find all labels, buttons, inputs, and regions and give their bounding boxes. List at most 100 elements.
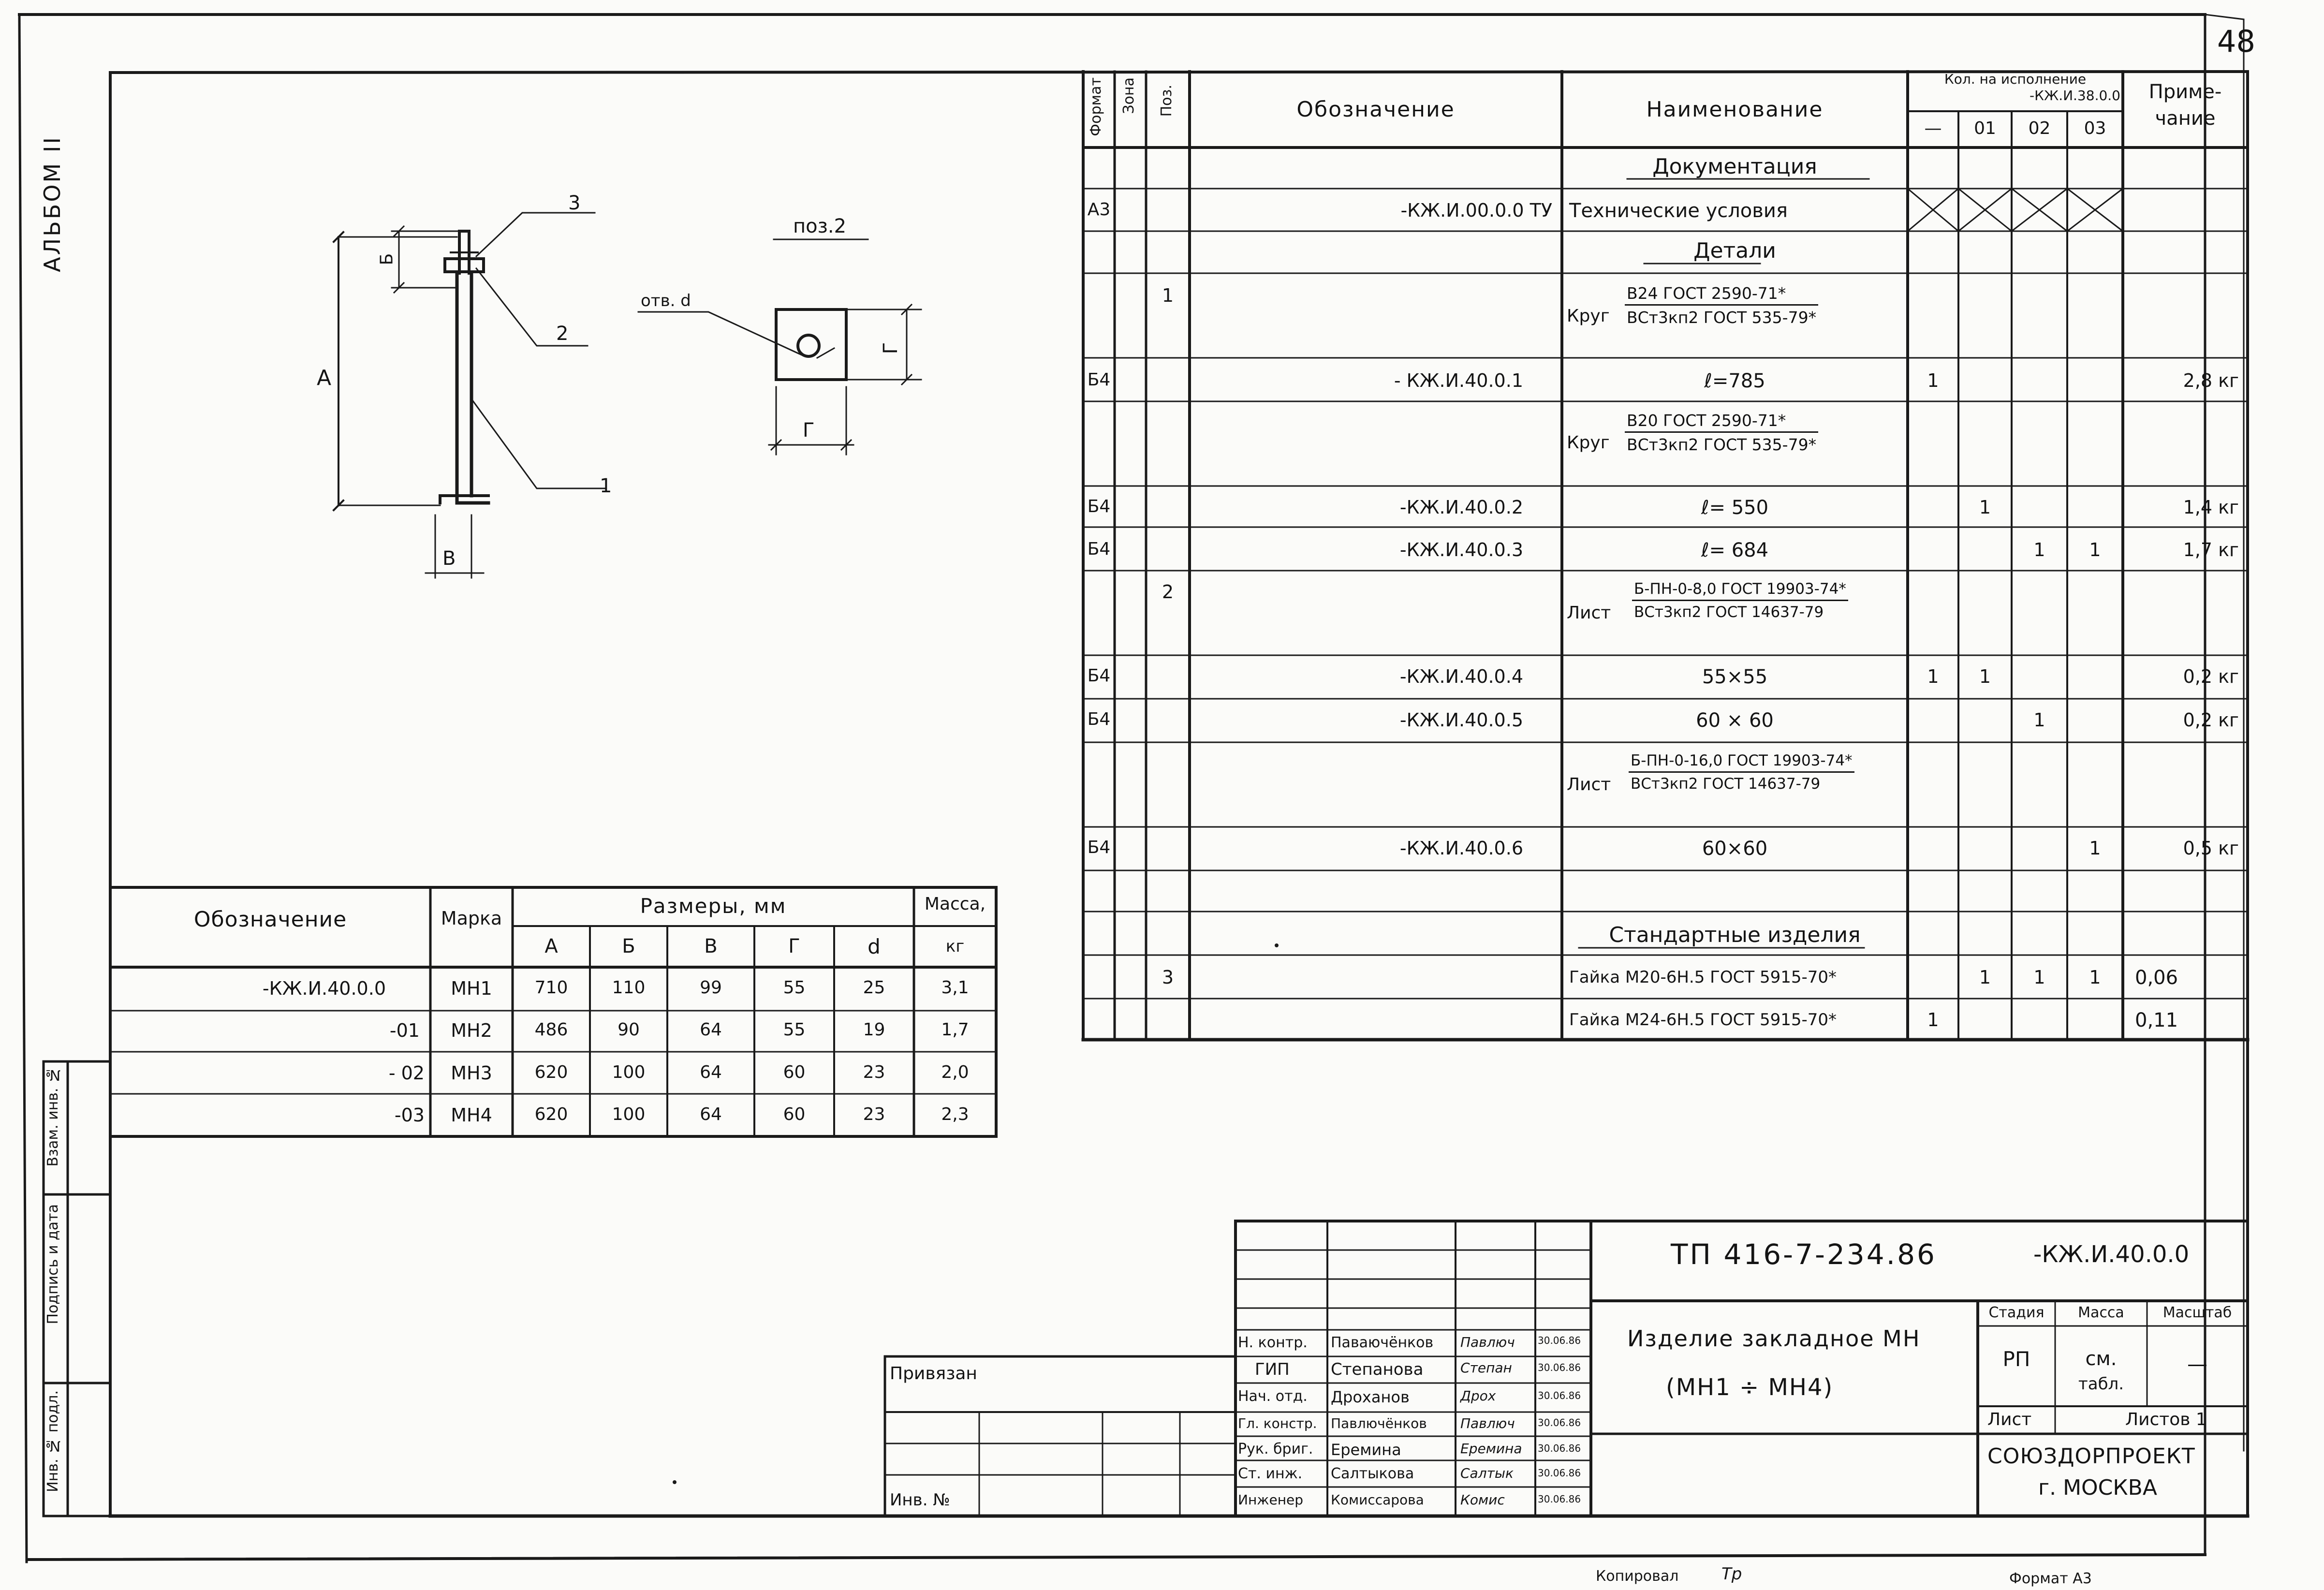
dim-label-A: А [317,366,332,390]
spec-r5-format: Б4 [1087,709,1111,729]
sig-0-name: Паваючёнков [1331,1334,1434,1351]
sizes-row-1-mass: 1,7 [941,1020,969,1040]
title-org-line2: г. МОСКВА [2038,1475,2157,1500]
spec-r1-format: Б4 [1087,370,1111,390]
spec-krug2-material: В20 ГОСТ 2590-71* ВСт3кп2 ГОСТ 535-79* [1625,412,1819,453]
spec-list1-den: ВСт3кп2 ГОСТ 14637-79 [1634,604,1824,621]
spec-r6-naimenovanie: 60×60 [1702,838,1768,860]
spec-r3-q2: 1 [2033,539,2045,560]
spec-r6-q3: 1 [2089,838,2101,859]
stamp-inv-podl: Инв. № подл. [44,1390,61,1492]
sig-3-date: 30.06.86 [1538,1417,1581,1428]
spec-r6-prim: 0,5 кг [2183,838,2239,859]
sig-6-date: 30.06.86 [1538,1493,1581,1505]
spec-nut2-q0: 1 [1927,1009,1939,1031]
spec-list2-material: Б-ПН-0-16,0 ГОСТ 19903-74* ВСт3кп2 ГОСТ … [1629,753,1854,792]
sizes-row-2-V: 64 [700,1062,722,1082]
sizes-header-marka: Марка [441,908,502,929]
spec-r3-format: Б4 [1087,539,1111,559]
sig-5-sign: Салтык [1460,1465,1514,1481]
sig-2-role: Нач. отд. [1238,1388,1308,1405]
sizes-row-1-B: 90 [618,1020,640,1040]
sizes-row-3-mass: 2,3 [941,1104,969,1124]
dim-label-G-vertical: Г [880,342,902,354]
spec-list1-prefix: Лист [1567,603,1611,623]
sig-2-sign: Дрох [1460,1388,1496,1404]
sig-0-role: Н. контр. [1238,1334,1308,1351]
spec-header-prim-1: Приме- [2148,81,2222,103]
sig-3-role: Гл. констр. [1238,1415,1317,1431]
spec-header-kol-line1: Кол. на исполнение [1944,71,2087,87]
spec-r1-naimenovanie: ℓ=785 [1704,370,1765,392]
sizes-row-2-A: 620 [534,1062,568,1082]
spec-header-poz: Поз. [1158,85,1175,117]
sig-6-sign: Комис [1460,1492,1505,1508]
sizes-header-massa-unit: кг [945,937,965,956]
sizes-row-3-marka: МН4 [451,1104,492,1126]
sizes-header-G: Г [788,935,800,957]
spec-r2-q1: 1 [1979,497,1991,518]
sizes-row-3-B: 100 [612,1104,646,1124]
spec-header-kol-1: 01 [1974,118,1996,138]
spec-r2-oboznachenie: -КЖ.И.40.0.2 [1399,497,1523,518]
sig-1-date: 30.06.86 [1538,1362,1581,1373]
sizes-row-1-oboznachenie: -01 [389,1020,420,1041]
privyazan-inv-label: Инв. № [890,1490,950,1510]
spec-krug1-poz: 1 [1162,285,1174,306]
title-doc-code: -КЖ.И.40.0.0 [2033,1241,2190,1268]
spec-header-prim-2: чание [2155,107,2216,130]
sig-0-date: 30.06.86 [1538,1335,1581,1346]
sizes-row-0-d: 25 [863,978,885,998]
sizes-row-2-G: 60 [783,1062,806,1082]
sig-1-name: Степанова [1331,1360,1424,1379]
spec-list2-num: Б-ПН-0-16,0 ГОСТ 19903-74* [1629,753,1854,773]
spec-r3-naimenovanie: ℓ= 684 [1701,539,1769,561]
spec-section-documentation: Документация [1652,154,1817,179]
spec-krug2-num: В20 ГОСТ 2590-71* [1625,412,1819,433]
title-listov-label: Листов 1 [2125,1410,2207,1429]
title-stadiya: РП [2002,1347,2030,1371]
spec-krug1-prefix: Круг [1567,306,1610,326]
sig-2-name: Дроханов [1331,1388,1410,1406]
spec-header-naimenovanie: Наименование [1646,97,1824,122]
title-list-label: Лист [1987,1410,2032,1429]
spec-nut1-q2: 1 [2033,967,2045,988]
spec-header-kol-0: — [1924,118,1942,138]
sizes-row-0-marka: МН1 [451,978,492,999]
spec-r5-prim: 0,2 кг [2183,709,2239,731]
sizes-row-3-oboznachenie: -03 [394,1104,425,1126]
spec-r1-oboznachenie: - КЖ.И.40.0.1 [1394,370,1523,391]
spec-r3-oboznachenie: -КЖ.И.40.0.3 [1399,539,1523,560]
spec-nut2-naimenovanie: Гайка М24-6Н.5 ГОСТ 5915-70* [1569,1010,1837,1030]
spec-r4-naimenovanie: 55×55 [1702,666,1768,688]
spec-nut1-prim: 0,06 [2135,967,2178,989]
spec-list1-poz: 2 [1162,581,1174,603]
spec-nut1-poz: 3 [1162,967,1174,988]
title-doc-number: ТП 416-7-234.86 [1671,1238,1937,1271]
sizes-header-A: А [544,935,558,957]
title-name-line1: Изделие закладное МН [1627,1325,1921,1352]
spec-r5-q2: 1 [2033,709,2045,731]
page-number: 48 [2217,24,2255,59]
spec-section-standard: Стандартные изделия [1609,923,1861,947]
title-org-line1: СОЮЗДОРПРОЕКТ [1987,1444,2195,1469]
spec-krug1-den: ВСт3кп2 ГОСТ 535-79* [1627,308,1817,327]
otv-label: отв. d [641,291,691,310]
spec-r1-prim: 2,8 кг [2183,370,2239,391]
footer-kopiroval: Копировал [1596,1568,1679,1585]
spec-header-kol-3: 03 [2084,118,2106,138]
sig-1-sign: Степан [1460,1360,1512,1376]
sig-0-sign: Павлюч [1460,1334,1515,1350]
spec-nut1-q3: 1 [2089,967,2101,988]
sig-4-date: 30.06.86 [1538,1443,1581,1454]
stamp-podpis-data: Подпись и дата [44,1204,61,1325]
sig-6-role: Инженер [1238,1492,1304,1508]
spec-r4-prim: 0,2 кг [2183,666,2239,687]
title-masshtab-label: Масштаб [2162,1304,2232,1321]
sizes-row-0-oboznachenie: -КЖ.И.40.0.0 [262,978,386,999]
album-label: АЛЬБОМ II [39,135,65,272]
spec-header-zona: Зона [1120,77,1137,114]
spec-list1-num: Б-ПН-0-8,0 ГОСТ 19903-74* [1632,582,1848,601]
privyazan-label: Привязан [890,1364,977,1384]
